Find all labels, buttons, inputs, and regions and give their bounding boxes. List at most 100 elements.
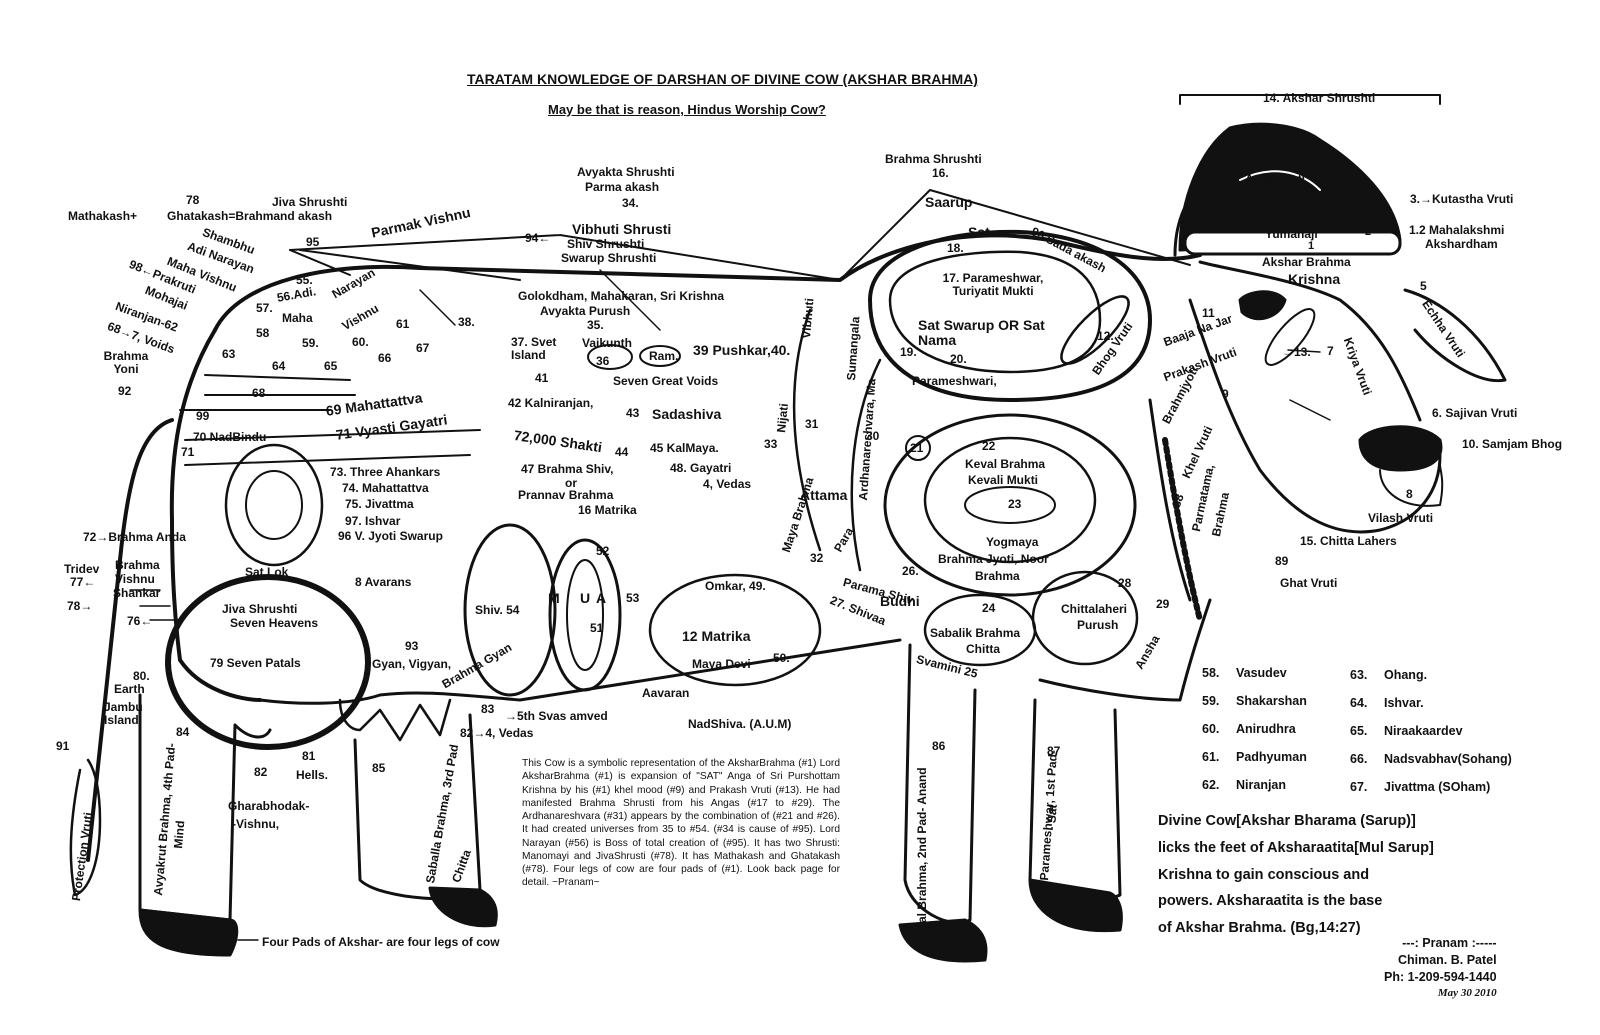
label-num43: 43: [626, 406, 640, 420]
note-line: Divine Cow[Akshar Bharama (Sarup)]: [1158, 813, 1416, 829]
label-tridev: Tridev: [64, 562, 100, 576]
label-brahma-vs: Brahma: [115, 558, 160, 572]
label-kevali-mukti: Kevali Mukti: [968, 473, 1039, 487]
label-jyoti-swarup: 96 V. Jyoti Swarup: [338, 529, 443, 543]
label-gharabhodak: Gharabhodak-: [228, 799, 310, 813]
label-num23: 23: [1008, 497, 1022, 511]
signature-phone: Ph: 1-209-594-1440: [1384, 969, 1497, 984]
label-saarup: Saarup: [925, 194, 973, 210]
label-num76: 76←: [127, 614, 153, 628]
page-subtitle: May be that is reason, Hindus Worship Co…: [548, 102, 826, 117]
signature-name: Chiman. B. Patel: [1397, 952, 1497, 967]
label-num24: 24: [982, 601, 996, 615]
label-brahma-yoni: Brahma Yoni: [103, 349, 149, 377]
label-earth: Earth: [114, 682, 145, 696]
label-budhi: Budhi: [880, 593, 920, 609]
legend-name: Vasudev: [1236, 666, 1287, 680]
label-nadshiva: NadShiva. (A.U.M): [688, 717, 792, 731]
label-num83: 83: [481, 702, 495, 716]
label-aavaran: Aavaran: [642, 686, 690, 700]
label-num61: 61: [396, 317, 410, 331]
note-line: licks the feet of Aksharaatita[Mul Sarup…: [1158, 839, 1434, 856]
note-line: of Akshar Brahma. (Bg,14:27): [1158, 920, 1361, 937]
label-svas: →5th Svas amved: [505, 709, 608, 723]
description-text: This Cow is a symbolic representation of…: [522, 758, 840, 889]
label-num63: 63: [222, 347, 236, 361]
label-ghatakash: Ghatakash=Brahmand akash: [167, 209, 333, 223]
label-ansh-num: 4: [1286, 190, 1293, 202]
legend-name: Ishvar.: [1384, 696, 1424, 710]
label-seven-heavens: Seven Heavens: [230, 616, 319, 630]
label-bhog-num: 12.: [1097, 329, 1114, 343]
label-keval-leg: Keval Brahma, 2nd Pad- Anand: [915, 767, 929, 945]
label-akshar-brahma: Akshar Brahma: [1262, 255, 1351, 269]
signature-block: ---: Pranam :----- Chiman. B. Patel Ph: …: [1384, 935, 1497, 1000]
label-num32: 32: [810, 551, 824, 565]
label-echha-num: 5: [1420, 279, 1427, 293]
label-four-pads: Four Pads of Akshar- are four legs of co…: [262, 935, 500, 949]
label-num18: 18.: [947, 241, 964, 255]
label-num65: 65: [324, 359, 338, 373]
label-sat-leg: - Sat: [1044, 803, 1060, 831]
legend-row: 61.Padhyuman: [1202, 750, 1307, 778]
label-khel-num: 9: [1222, 387, 1229, 401]
legend-name: Jivattma (SOham): [1384, 780, 1491, 794]
label-num89: 89: [1275, 554, 1289, 568]
label-num36: 36: [596, 354, 610, 368]
label-avyakta-shrushti: Avyakta Shrushti: [577, 165, 675, 179]
label-jiva-shrushti-top: Jiva Shrushti: [272, 195, 348, 209]
label-num64: 64: [272, 359, 286, 373]
label-num60: 60.: [352, 335, 369, 349]
label-seven-patals: 79 Seven Patals: [210, 656, 301, 670]
label-brahma-shiv: 47 Brahma Shiv,: [521, 462, 614, 476]
legend-num: 62.: [1202, 778, 1220, 792]
note-block: Divine Cow[Akshar Bharama (Sarup)] licks…: [1158, 808, 1498, 942]
label-num78b: 78→: [67, 599, 93, 613]
label-m: M: [548, 590, 560, 606]
legend-num: 66.: [1350, 752, 1368, 766]
legend-num: 65.: [1350, 724, 1368, 738]
label-purush: Purush: [1077, 618, 1119, 632]
label-samjam: 10. Samjam Bhog: [1462, 437, 1563, 451]
label-num92: 92: [118, 384, 132, 398]
legend-num: 67.: [1350, 780, 1368, 794]
label-kutastha: 3.→Kutastha Vruti: [1410, 192, 1514, 206]
label-sajivan: 6. Sajivan Vruti: [1432, 406, 1518, 420]
label-ram: Ram,: [649, 349, 679, 363]
label-prannav: Prannav Brahma: [518, 488, 614, 502]
label-sat-swarup: Sat Swarup OR Sat Nama: [918, 317, 1045, 349]
label-num67: 67: [416, 341, 430, 355]
label-num13: →13.: [1282, 345, 1311, 359]
label-num80: 80.: [133, 669, 150, 683]
label-jivattma: 75. Jivattma: [345, 497, 414, 511]
label-ishvar: 97. Ishvar: [345, 514, 401, 528]
label-seven-voids: Seven Great Voids: [613, 374, 719, 388]
label-jambu: Jambu Island: [104, 700, 143, 728]
label-num8: 8: [1406, 487, 1413, 501]
legend-num: 58.: [1202, 666, 1220, 680]
note-line: powers. Aksharaatita is the base: [1158, 893, 1383, 910]
label-nadbindu: 70 NadBindu: [193, 430, 267, 444]
legend-name: Nadsvabhav(Sohang): [1384, 752, 1512, 766]
legend-left: 58.Vasudev 59.Shakarshan 60.Anirudhra 61…: [1202, 666, 1307, 806]
label-chitta-lahers: 15. Chitta Lahers: [1300, 534, 1397, 548]
label-parameshwar-tm: 17. Parameshwar, Turiyatit Mukti: [942, 271, 1044, 299]
label-yumanaji: Yumanaji: [1265, 227, 1318, 241]
label-sadashiva: Sadashiva: [652, 406, 722, 422]
label-num93: 93: [405, 639, 419, 653]
label-brahma-anda: 72→Brahma Anda: [83, 530, 186, 544]
label-num85: 85: [372, 761, 386, 775]
label-num30: 30: [866, 429, 880, 443]
label-jiva-shrushti: Jiva Shrushti: [222, 602, 298, 616]
label-num20: 20.: [950, 352, 967, 366]
label-head-num1: 1: [1308, 240, 1315, 252]
label-num57: 57.: [256, 301, 273, 315]
label-kalmaya: 45 KalMaya.: [650, 441, 719, 455]
legend-name: Anirudhra: [1236, 722, 1296, 736]
label-ansh-vruti: Ansh Vruti: [1245, 172, 1306, 186]
label-gyan: Gyan, Vigyan,: [372, 657, 452, 671]
label-sabalik-brahma: Sabalik Brahma: [930, 626, 1021, 640]
label-mahattattva2: 74. Mahattattva: [342, 481, 429, 495]
legend-num: 64.: [1350, 696, 1368, 710]
